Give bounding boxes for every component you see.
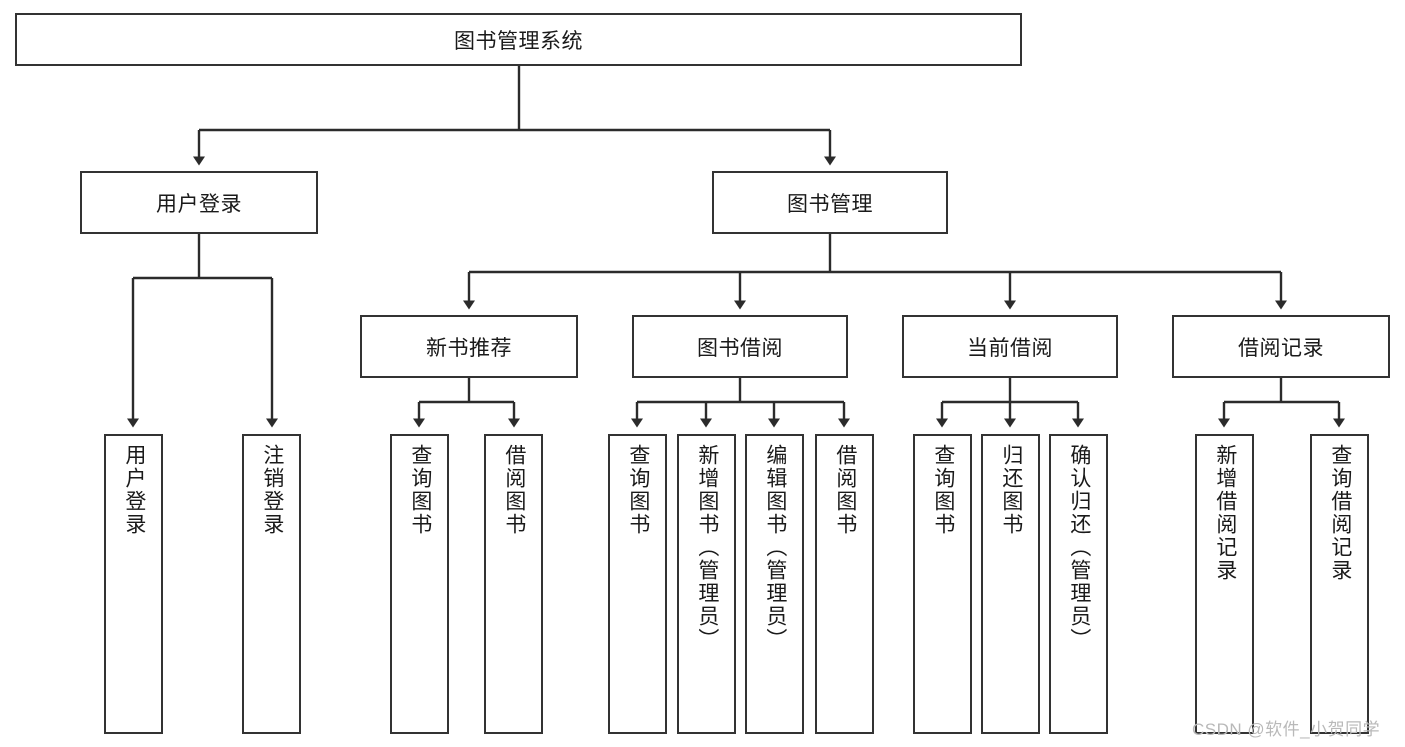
node-book-borrow[interactable]: 图书借阅 — [632, 315, 848, 378]
leaf-borrow-book-label: 借阅图书 — [833, 444, 857, 536]
leaf-edit-book-admin-label: 编辑图书（管理员） — [763, 444, 787, 651]
leaf-user-login-label: 用户登录 — [122, 444, 146, 536]
leaf-add-book-admin[interactable]: 新增图书（管理员） — [677, 434, 736, 734]
leaf-query-borrow-record[interactable]: 查询借阅记录 — [1310, 434, 1369, 734]
leaf-confirm-return-admin[interactable]: 确认归还（管理员） — [1049, 434, 1108, 734]
leaf-return-book[interactable]: 归还图书 — [981, 434, 1040, 734]
node-borrow-record[interactable]: 借阅记录 — [1172, 315, 1390, 378]
leaf-query-book-recommend-label: 查询图书 — [408, 444, 432, 536]
node-current-borrow-label: 当前借阅 — [967, 336, 1053, 360]
leaf-query-book-borrow-label: 查询图书 — [626, 444, 650, 536]
node-root-label: 图书管理系统 — [454, 29, 583, 53]
watermark: CSDN @软件_小贺同学 — [1192, 720, 1381, 739]
node-book-management-label: 图书管理 — [787, 192, 873, 216]
node-current-borrow[interactable]: 当前借阅 — [902, 315, 1118, 378]
leaf-add-book-admin-label: 新增图书（管理员） — [695, 444, 719, 651]
node-new-book-recommend-label: 新书推荐 — [426, 336, 512, 360]
node-new-book-recommend[interactable]: 新书推荐 — [360, 315, 578, 378]
node-user-login-label: 用户登录 — [156, 192, 242, 216]
leaf-query-book-recommend[interactable]: 查询图书 — [390, 434, 449, 734]
leaf-return-book-label: 归还图书 — [999, 444, 1023, 536]
leaf-add-borrow-record-label: 新增借阅记录 — [1213, 444, 1237, 582]
node-root[interactable]: 图书管理系统 — [15, 13, 1022, 66]
leaf-edit-book-admin[interactable]: 编辑图书（管理员） — [745, 434, 804, 734]
node-book-management[interactable]: 图书管理 — [712, 171, 948, 234]
leaf-logout[interactable]: 注销登录 — [242, 434, 301, 734]
leaf-add-borrow-record[interactable]: 新增借阅记录 — [1195, 434, 1254, 734]
leaf-confirm-return-admin-label: 确认归还（管理员） — [1067, 444, 1091, 651]
leaf-query-borrow-record-label: 查询借阅记录 — [1328, 444, 1352, 582]
node-user-login[interactable]: 用户登录 — [80, 171, 318, 234]
leaf-logout-label: 注销登录 — [260, 444, 284, 536]
leaf-borrow-book-recommend[interactable]: 借阅图书 — [484, 434, 543, 734]
leaf-query-book-current-label: 查询图书 — [931, 444, 955, 536]
node-borrow-record-label: 借阅记录 — [1238, 336, 1324, 360]
leaf-query-book-current[interactable]: 查询图书 — [913, 434, 972, 734]
node-book-borrow-label: 图书借阅 — [697, 336, 783, 360]
leaf-query-book-borrow[interactable]: 查询图书 — [608, 434, 667, 734]
leaf-borrow-book-recommend-label: 借阅图书 — [502, 444, 526, 536]
leaf-user-login[interactable]: 用户登录 — [104, 434, 163, 734]
leaf-borrow-book[interactable]: 借阅图书 — [815, 434, 874, 734]
